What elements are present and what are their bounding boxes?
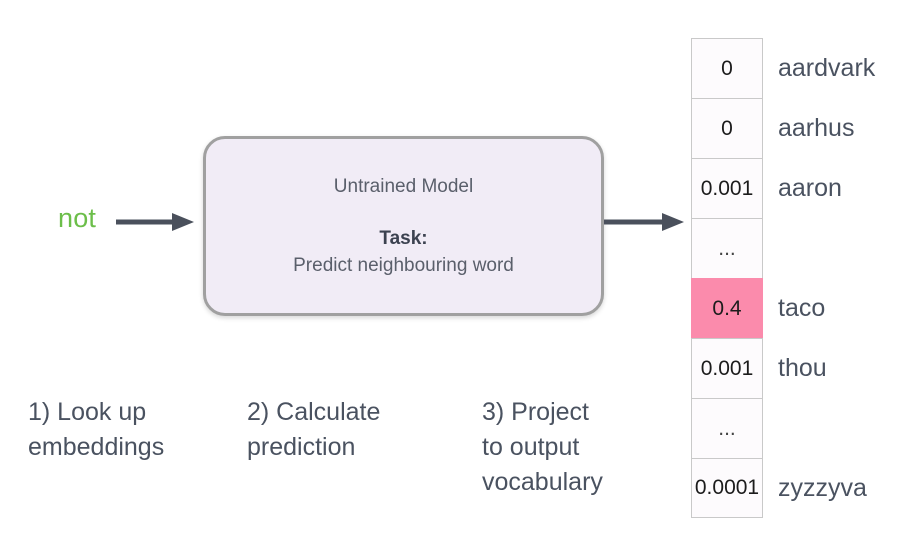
model-task-text: Predict neighbouring word bbox=[293, 254, 514, 276]
vocabulary-probability: ... bbox=[691, 398, 763, 458]
vocabulary-probability: 0.001 bbox=[691, 338, 763, 398]
output-arrow-icon bbox=[604, 211, 684, 233]
step-caption-2: 2) Calculate prediction bbox=[247, 398, 381, 461]
vocabulary-word-label: taco bbox=[778, 293, 826, 322]
model-title: Untrained Model bbox=[333, 175, 474, 197]
vocabulary-row: 0 aarhus bbox=[691, 98, 875, 158]
vocabulary-row: 0.001 thou bbox=[691, 338, 875, 398]
vocabulary-probability: 0 bbox=[691, 38, 763, 98]
vocabulary-probability: ... bbox=[691, 218, 763, 278]
vocabulary-probability: 0 bbox=[691, 98, 763, 158]
vocabulary-word-label: zyzzyva bbox=[778, 473, 867, 502]
input-word: not bbox=[58, 203, 97, 233]
vocabulary-row: 0.0001 zyzzyva bbox=[691, 458, 875, 518]
vocabulary-word-label: aaron bbox=[778, 173, 842, 202]
vocabulary-row: ... bbox=[691, 398, 875, 458]
input-arrow-icon bbox=[116, 211, 194, 233]
vocabulary-probability: 0.001 bbox=[691, 158, 763, 218]
vocabulary-word-label: aarhus bbox=[778, 113, 855, 142]
step-caption-3: 3) Project to output vocabulary bbox=[482, 398, 603, 496]
vocabulary-word-label: aardvark bbox=[778, 53, 876, 82]
model-task-label: Task: bbox=[379, 227, 428, 249]
vocabulary-row: 0 aardvark bbox=[691, 38, 875, 98]
model-box: Untrained Model Task: Predict neighbouri… bbox=[203, 136, 604, 316]
vocabulary-row: 0.001 aaron bbox=[691, 158, 875, 218]
step-caption-1: 1) Look up embeddings bbox=[28, 398, 165, 461]
vocabulary-probability-highlighted: 0.4 bbox=[691, 278, 763, 338]
vocabulary-row: 0.4 taco bbox=[691, 278, 875, 338]
vocabulary-word-label: thou bbox=[778, 353, 827, 382]
vocabulary-probability: 0.0001 bbox=[691, 458, 763, 518]
vocabulary-row: ... bbox=[691, 218, 875, 278]
